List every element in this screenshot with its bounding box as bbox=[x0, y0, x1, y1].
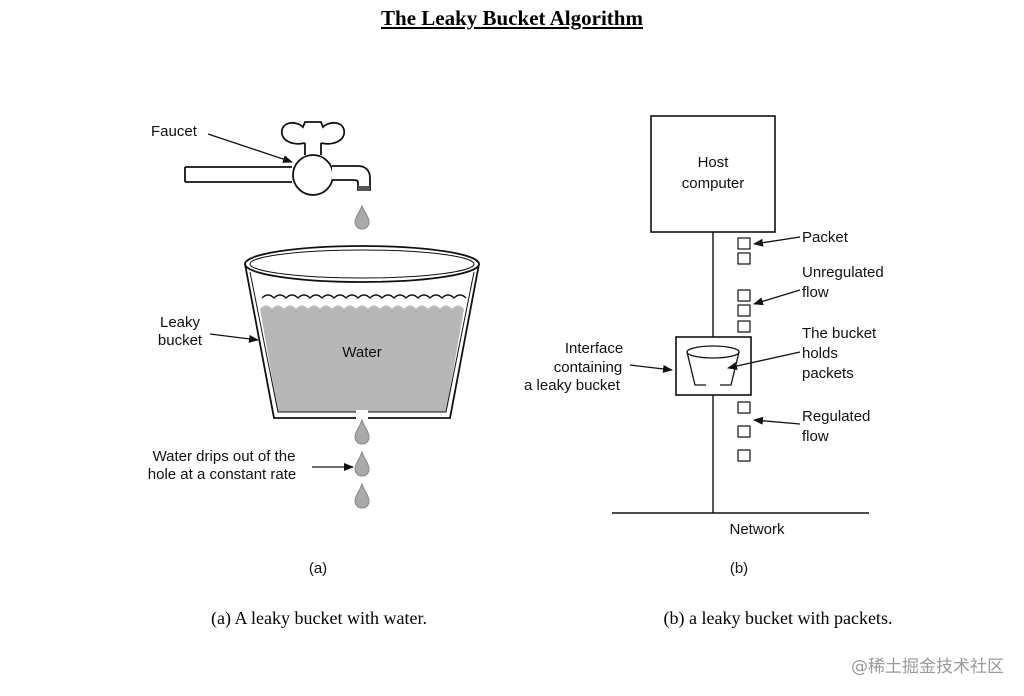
panel-a-tag: (a) bbox=[309, 560, 327, 577]
drips-label: Water drips out of the bbox=[153, 448, 296, 465]
water-drop-icon bbox=[354, 482, 370, 509]
interface-label: a leaky bucket bbox=[524, 377, 621, 394]
packet-icon bbox=[737, 401, 751, 414]
interface-label: Interface bbox=[565, 340, 623, 357]
water-drop-icon bbox=[354, 450, 370, 477]
bucket-holds-label: packets bbox=[802, 365, 854, 382]
water-label: Water bbox=[342, 344, 381, 361]
packet-label: Packet bbox=[802, 229, 849, 246]
regulated-flow-label: Regulated bbox=[802, 408, 870, 425]
host-label: Host bbox=[698, 154, 730, 171]
water-drop-icon bbox=[354, 418, 370, 445]
packet-icon bbox=[737, 252, 751, 265]
packet-icon bbox=[737, 289, 751, 302]
interface-label: containing bbox=[554, 359, 622, 376]
packet-icon bbox=[737, 304, 751, 317]
packet-icon bbox=[737, 425, 751, 438]
panel-a: Faucet Leaky bucket Water Water drips ou… bbox=[148, 121, 480, 577]
drips-label: hole at a constant rate bbox=[148, 466, 296, 483]
host-computer-box bbox=[650, 115, 776, 233]
host-label: computer bbox=[682, 175, 745, 192]
packet-icon bbox=[737, 320, 751, 333]
water-fill bbox=[260, 305, 464, 412]
packet-icon bbox=[737, 449, 751, 462]
packet-icon bbox=[737, 237, 751, 250]
bucket-label: bucket bbox=[158, 332, 203, 349]
caption-a: (a) A leaky bucket with water. bbox=[211, 608, 427, 629]
faucet-label: Faucet bbox=[151, 123, 198, 140]
network-label: Network bbox=[729, 521, 785, 538]
bucket-holds-label: holds bbox=[802, 345, 838, 362]
bucket-label: Leaky bbox=[160, 314, 201, 331]
leaky-bucket-icon bbox=[244, 245, 480, 420]
page-title: The Leaky Bucket Algorithm bbox=[381, 6, 643, 30]
bucket-holds-label: The bucket bbox=[802, 325, 877, 342]
regulated-flow-label: flow bbox=[802, 428, 829, 445]
unregulated-flow-label: flow bbox=[802, 284, 829, 301]
unregulated-flow-label: Unregulated bbox=[802, 264, 884, 281]
panel-b: Host computer Network Packet Unre bbox=[524, 115, 884, 577]
faucet-icon bbox=[184, 121, 371, 196]
water-drop-icon bbox=[354, 204, 370, 230]
watermark: @稀土掘金技术社区 bbox=[851, 657, 1004, 677]
caption-b: (b) a leaky bucket with packets. bbox=[664, 608, 893, 629]
panel-b-tag: (b) bbox=[730, 560, 748, 577]
